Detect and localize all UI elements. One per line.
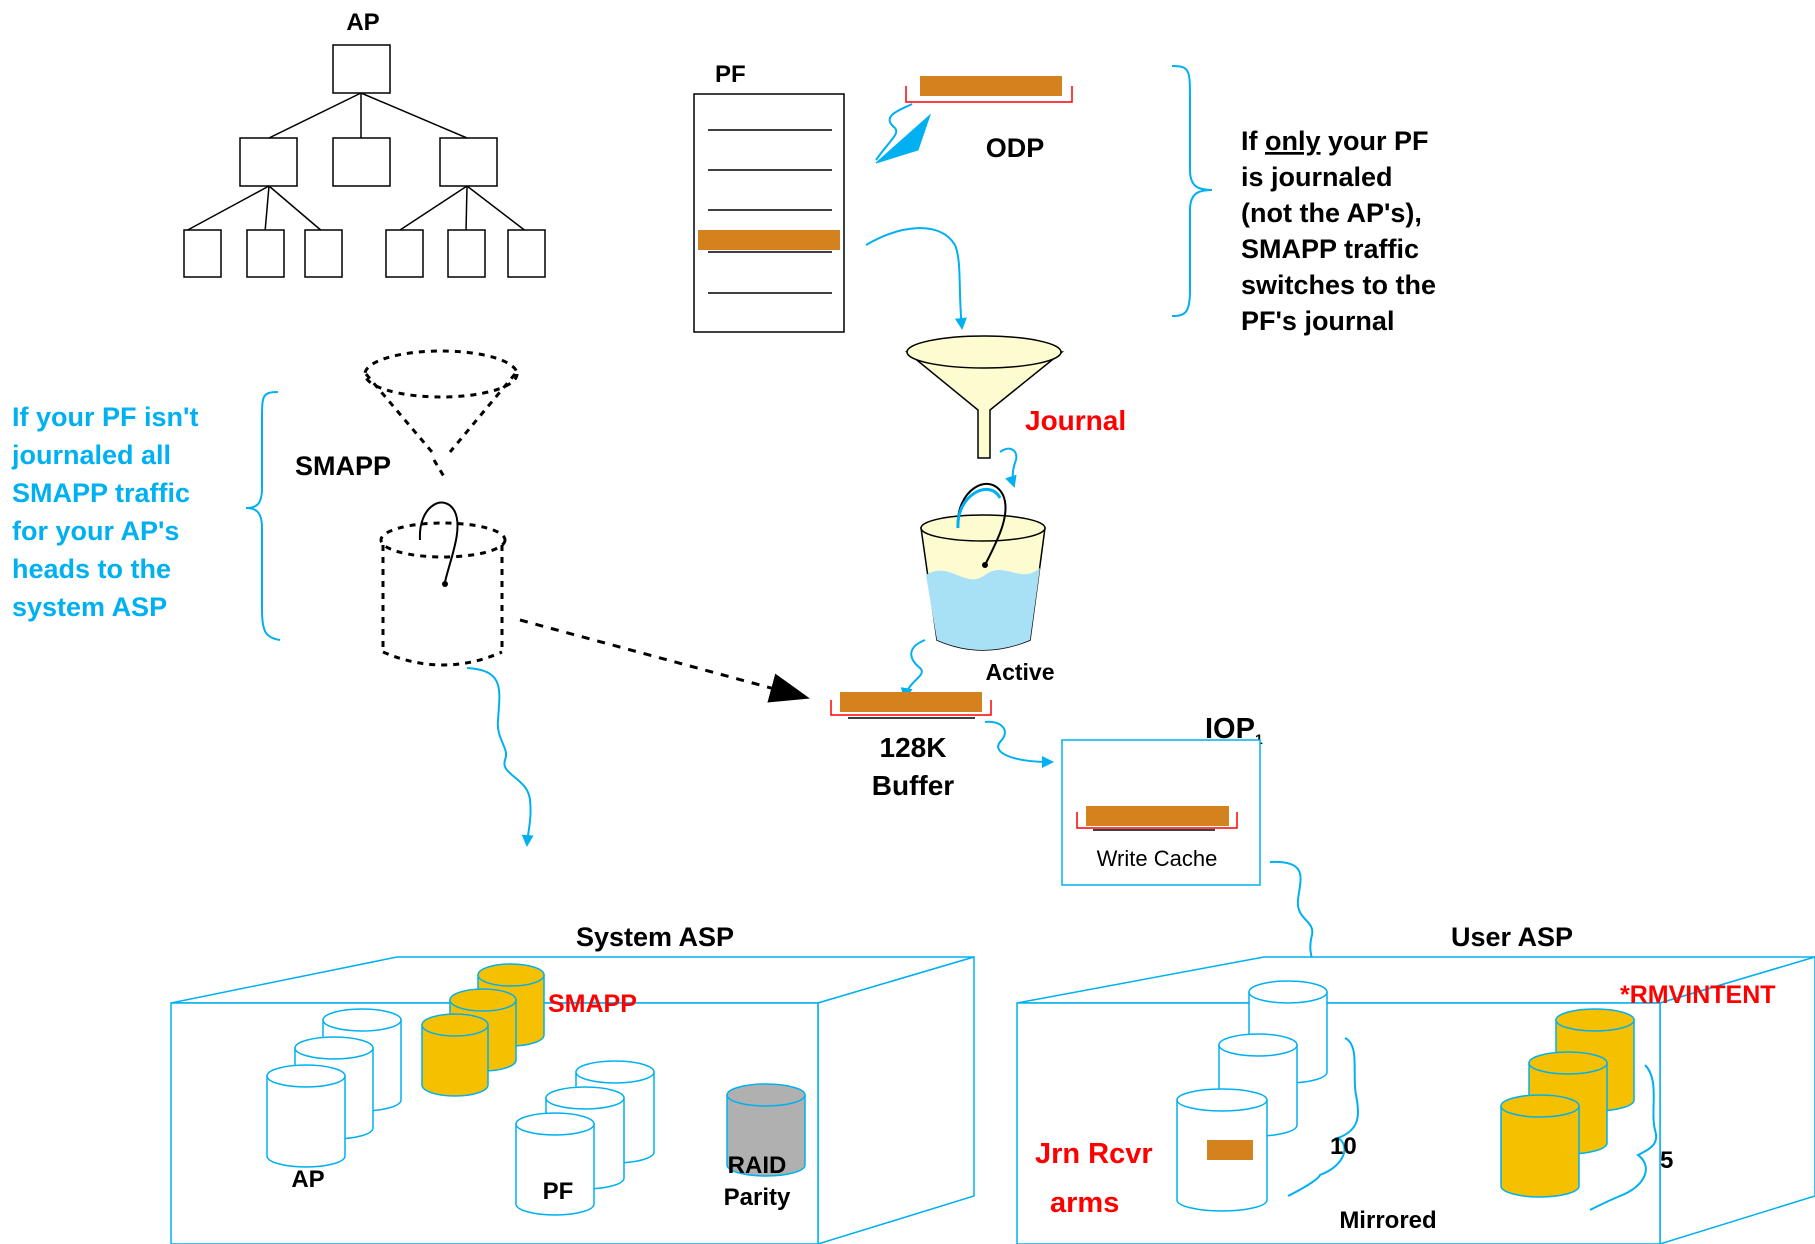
left-brace — [245, 391, 281, 641]
raid-parity-disk — [726, 1083, 806, 1177]
svg-text:system ASP: system ASP — [12, 592, 167, 622]
arrow-bucket-to-buffer — [900, 639, 926, 700]
svg-text:for your AP's: for your AP's — [12, 516, 179, 546]
system-asp: System ASP SMAPP AP PF RAID Parity — [170, 922, 975, 1244]
active-label: Active — [985, 659, 1054, 685]
arrow-smapp-to-buffer — [519, 618, 810, 703]
tree-leaf — [183, 229, 222, 278]
smapp-bucket — [379, 501, 507, 667]
svg-text:SMAPP traffic: SMAPP traffic — [12, 478, 190, 508]
tree-node — [239, 137, 298, 187]
svg-text:switches to the: switches to the — [1241, 270, 1436, 300]
odp-record — [920, 76, 1062, 96]
svg-text:journaled all: journaled all — [11, 440, 171, 470]
svg-text:If only your PF: If only your PF — [1241, 126, 1429, 156]
arrow-smapp-to-system-asp — [466, 667, 534, 847]
iop: IOP1 Write Cache — [1061, 713, 1263, 886]
svg-text:128K: 128K — [880, 732, 947, 763]
tree-leaf — [304, 229, 343, 278]
ap-disk — [266, 1064, 346, 1168]
write-cache-label: Write Cache — [1097, 846, 1218, 871]
svg-text:If your PF isn't: If your PF isn't — [12, 402, 198, 432]
tree-node — [439, 137, 498, 187]
pf-file: PF — [693, 61, 845, 333]
arrow-iop-to-user-asp — [1269, 860, 1319, 972]
svg-text:heads to the: heads to the — [12, 554, 171, 584]
jrn-rcvr-label-2: arms — [1050, 1187, 1119, 1219]
user-asp-title: User ASP — [1451, 922, 1573, 952]
rmvintent-label: *RMVINTENT — [1620, 981, 1776, 1009]
mirrored-count: 10 — [1330, 1133, 1357, 1160]
odp-label: ODP — [986, 133, 1045, 163]
svg-text:SMAPP traffic: SMAPP traffic — [1241, 234, 1419, 264]
left-note: If your PF isn't journaled all SMAPP tra… — [11, 402, 198, 622]
jrn-rcvr-label-1: Jrn Rcvr — [1035, 1138, 1153, 1170]
raid-label-2: Parity — [724, 1184, 791, 1211]
tree-node — [332, 137, 391, 187]
raid-label-1: RAID — [728, 1152, 787, 1179]
svg-text:is journaled: is journaled — [1241, 162, 1393, 192]
rmvintent-disk — [1500, 1094, 1580, 1198]
pf-record — [698, 230, 840, 250]
jrn-rcvr-record — [1207, 1140, 1253, 1160]
arrow-pf-to-journal — [865, 227, 967, 330]
active-bucket: Active — [920, 483, 1055, 685]
smapp-label: SMAPP — [295, 451, 391, 481]
tree-root-node — [332, 44, 391, 94]
svg-text:Buffer: Buffer — [872, 770, 955, 801]
tree-leaf — [385, 229, 424, 278]
tree-leaf — [507, 229, 546, 278]
brace-rmvintent — [1589, 1064, 1658, 1211]
odp: ODP — [905, 76, 1073, 163]
right-note: If only your PF is journaled (not the AP… — [1241, 126, 1436, 336]
user-asp: User ASP *RMVINTENT Jrn Rcvr arms 10 Mir… — [1016, 922, 1815, 1244]
svg-text:(not the AP's),: (not the AP's), — [1241, 198, 1422, 228]
tree-leaf — [246, 229, 285, 278]
ap-disk-label: AP — [291, 1166, 324, 1193]
svg-text:PF's journal: PF's journal — [1241, 306, 1394, 336]
journal-funnel: Journal — [904, 335, 1126, 459]
right-brace — [1171, 65, 1213, 317]
pf-disk-label: PF — [543, 1178, 574, 1205]
rmvintent-count: 5 — [1660, 1147, 1673, 1174]
smapp-disk-label: SMAPP — [548, 990, 637, 1018]
mirrored-label: Mirrored — [1339, 1207, 1436, 1234]
underlined-word: only — [1265, 126, 1321, 156]
smapp-disk — [421, 1013, 489, 1097]
journal-label: Journal — [1025, 405, 1126, 436]
pf-disk — [515, 1112, 595, 1216]
tree-leaf — [447, 229, 486, 278]
smapp-funnel — [363, 349, 519, 481]
access-path-tree: AP — [183, 9, 546, 278]
arrow-journal-to-bucket — [999, 447, 1018, 488]
system-asp-title: System ASP — [576, 922, 734, 952]
arrow-buffer-to-iop — [984, 720, 1054, 768]
pf-label: PF — [715, 61, 746, 88]
buffer-128k: 128K Buffer — [830, 692, 992, 801]
tree-label: AP — [346, 9, 379, 36]
brace-mirrored — [1287, 1037, 1359, 1197]
arrow-odp-to-pf — [875, 113, 932, 164]
